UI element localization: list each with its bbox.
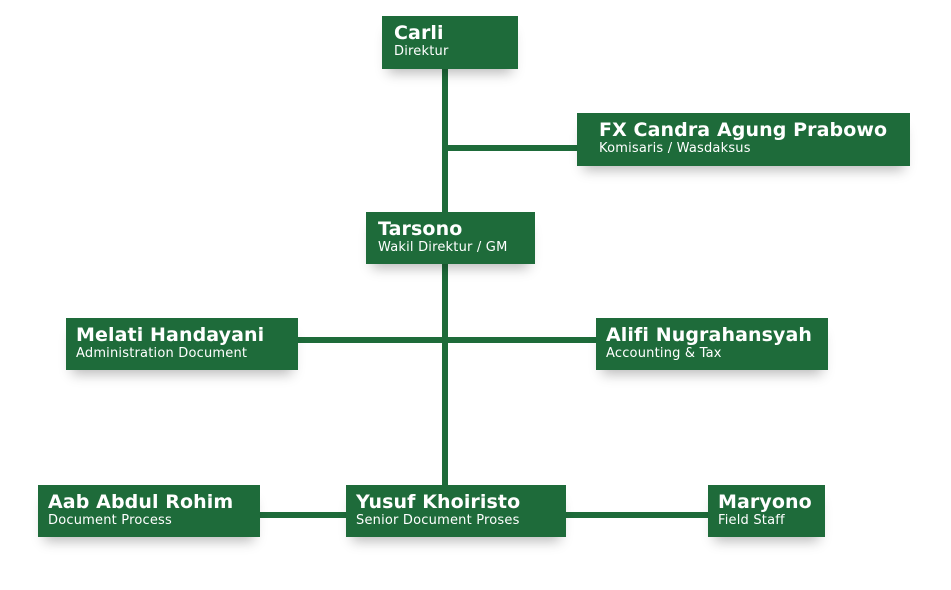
node-role: Administration Document — [76, 346, 248, 361]
connector-main-vertical — [442, 66, 448, 490]
node-role: Accounting & Tax — [606, 346, 722, 361]
node-commissioner: FX Candra Agung Prabowo Komisaris / Wasd… — [577, 113, 910, 166]
node-name: Aab Abdul Rohim — [48, 491, 234, 513]
node-name: FX Candra Agung Prabowo — [599, 119, 888, 141]
node-director: Carli Direktur — [382, 16, 518, 69]
node-senior-process: Yusuf Khoiristo Senior Document Proses — [346, 485, 566, 537]
node-name: Tarsono — [378, 218, 463, 240]
node-accounting: Alifi Nugrahansyah Accounting & Tax — [596, 318, 828, 370]
node-field-staff: Maryono Field Staff — [708, 485, 825, 537]
node-role: Senior Document Proses — [356, 513, 520, 528]
node-role: Field Staff — [718, 513, 785, 528]
node-role: Wakil Direktur / GM — [378, 240, 508, 255]
connector-commissioner — [445, 145, 580, 151]
node-role: Komisaris / Wasdaksus — [599, 141, 751, 156]
node-role: Document Process — [48, 513, 172, 528]
node-name: Carli — [394, 22, 444, 44]
node-document-process: Aab Abdul Rohim Document Process — [38, 485, 260, 537]
node-name: Alifi Nugrahansyah — [606, 324, 813, 346]
node-role: Direktur — [394, 44, 449, 59]
node-administration: Melati Handayani Administration Document — [66, 318, 298, 370]
node-deputy-director: Tarsono Wakil Direktur / GM — [366, 212, 535, 264]
connector-staff-row — [295, 337, 599, 343]
node-name: Maryono — [718, 491, 812, 513]
node-name: Yusuf Khoiristo — [356, 491, 521, 513]
node-name: Melati Handayani — [76, 324, 265, 346]
